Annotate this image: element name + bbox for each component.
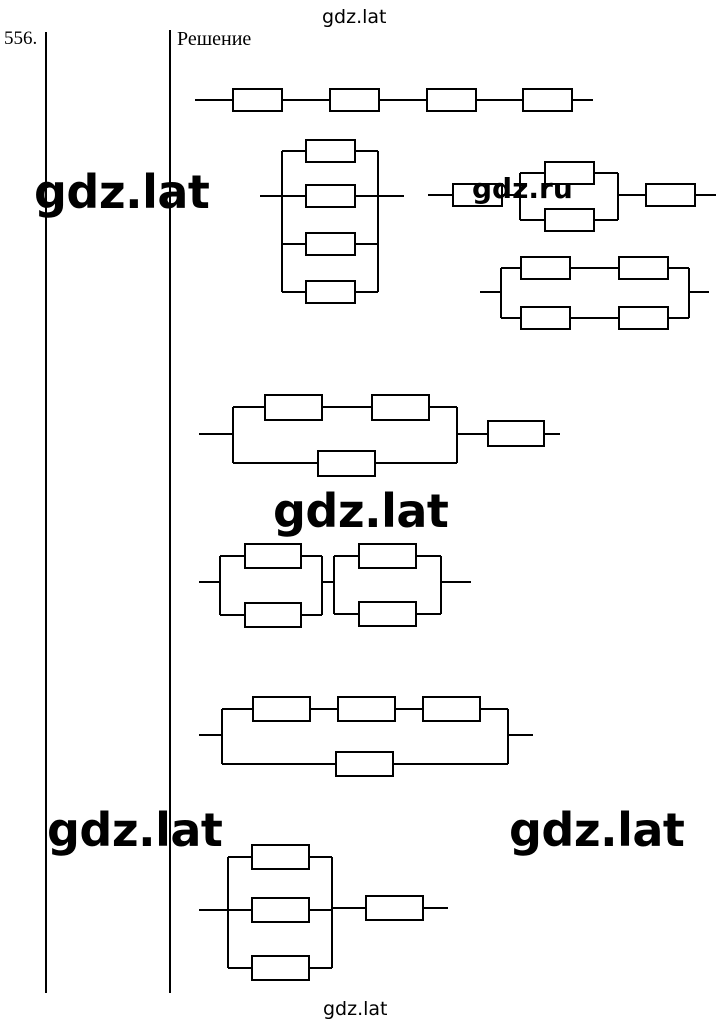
resistor <box>251 955 310 981</box>
circuit-8-mixed <box>199 844 448 981</box>
resistor <box>305 139 356 163</box>
resistor <box>329 88 380 112</box>
resistor <box>337 696 396 722</box>
circuit-4-parallel-series <box>480 256 709 330</box>
resistor <box>618 256 669 280</box>
watermark-left-top: gdz.lat <box>34 165 210 219</box>
resistor <box>358 543 417 569</box>
resistor <box>365 895 424 921</box>
watermark-ru: gdz.ru <box>472 172 573 205</box>
circuit-3-mixed <box>428 161 716 232</box>
resistor <box>645 183 696 207</box>
resistor <box>358 601 417 627</box>
resistor <box>244 543 302 569</box>
resistor <box>426 88 477 112</box>
resistor <box>371 394 430 421</box>
resistor <box>305 280 356 304</box>
resistor <box>520 256 571 280</box>
resistor <box>487 420 545 447</box>
resistor <box>244 602 302 628</box>
resistor <box>335 751 394 777</box>
resistor <box>544 161 595 185</box>
watermark-center: gdz.lat <box>273 484 449 538</box>
watermark-right-bottom: gdz.lat <box>509 803 685 857</box>
circuit-7-parallel <box>199 696 533 777</box>
resistor <box>264 394 323 421</box>
resistor <box>251 844 310 870</box>
circuit-2-parallel <box>260 139 404 304</box>
resistor <box>520 306 571 330</box>
resistor <box>305 232 356 256</box>
watermark-left-bottom: gdz.lat <box>47 803 223 857</box>
circuit-6-series-parallel <box>199 543 471 628</box>
resistor <box>252 696 311 722</box>
circuit-1-series <box>195 88 593 112</box>
footer-site-label: gdz.lat <box>323 998 388 1020</box>
circuit-5-mixed <box>199 394 560 477</box>
task-number: 556. <box>4 28 38 49</box>
resistor <box>618 306 669 330</box>
resistor <box>522 88 573 112</box>
solution-label: Решение <box>177 28 252 50</box>
resistor <box>232 88 283 112</box>
resistor <box>544 208 595 232</box>
resistor <box>305 184 356 208</box>
resistor <box>317 450 376 477</box>
resistor <box>452 183 503 207</box>
header-site-label: gdz.lat <box>322 6 387 28</box>
resistor <box>251 897 310 923</box>
resistor <box>422 696 481 722</box>
